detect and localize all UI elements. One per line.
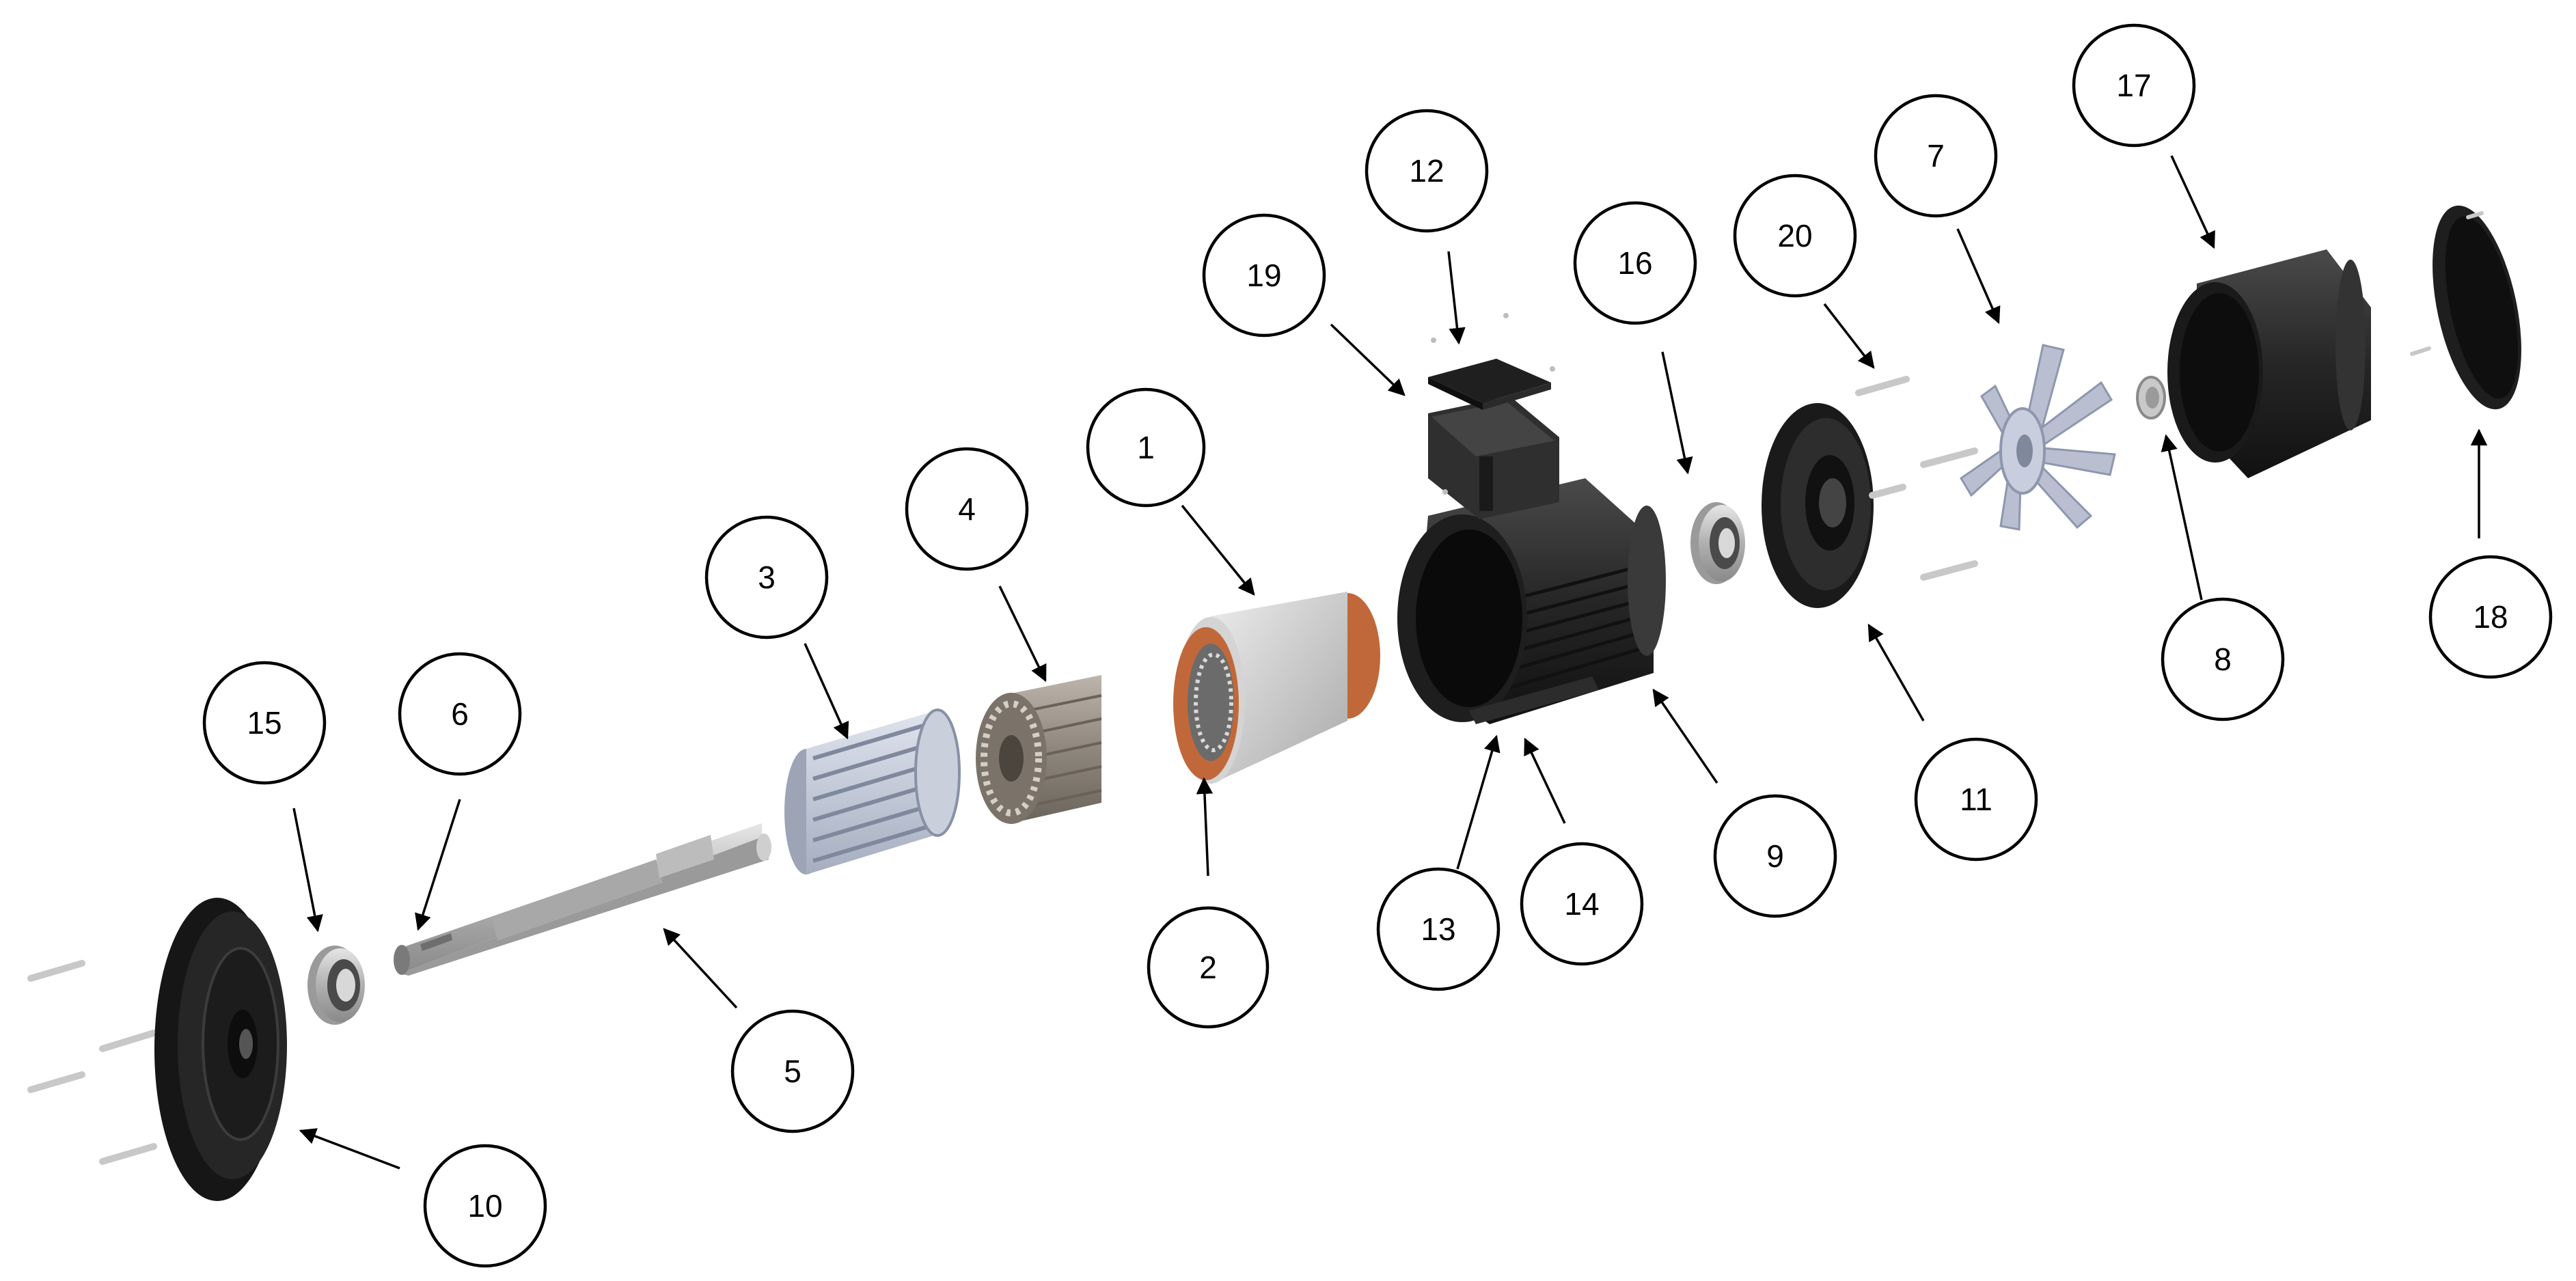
- callout-9: 9: [1713, 794, 1837, 918]
- callout-8-label: 8: [2214, 642, 2232, 677]
- callout-5: 5: [730, 1009, 855, 1133]
- motor-shaft: [394, 823, 771, 976]
- callout-16-label: 16: [1617, 245, 1652, 281]
- callout-4-label: 4: [958, 491, 976, 527]
- callout-11: 11: [1914, 737, 2038, 862]
- callout-9-label: 9: [1766, 838, 1784, 874]
- stator-with-windings: [1173, 592, 1380, 784]
- callout-15-label: 15: [247, 705, 282, 741]
- callout-12: 12: [1365, 109, 1489, 233]
- leader-14: [1524, 737, 1566, 824]
- tie-rods: [1855, 376, 1978, 581]
- callout-4: 4: [905, 447, 1029, 571]
- callout-19-label: 19: [1246, 258, 1281, 293]
- shaft-key: [420, 933, 452, 951]
- callout-10-label: 10: [467, 1188, 502, 1224]
- fan-retaining-ring: [2136, 376, 2166, 419]
- callouts: 1 2 3 4 5 6 7 8: [202, 23, 2553, 1268]
- callout-3-label: 3: [758, 560, 776, 595]
- leader-6: [415, 799, 461, 931]
- callout-13: 13: [1376, 867, 1501, 991]
- front-bearing: [307, 946, 365, 1025]
- callout-7: 7: [1874, 94, 1998, 218]
- leader-9: [1652, 688, 1718, 784]
- callout-16: 16: [1573, 201, 1697, 325]
- rear-end-shield: [1762, 403, 1874, 608]
- callout-1-label: 1: [1137, 430, 1155, 465]
- callout-8: 8: [2161, 597, 2285, 721]
- leader-7: [1956, 228, 2001, 325]
- callout-18: 18: [2428, 555, 2553, 679]
- callout-2: 2: [1147, 906, 1270, 1029]
- callout-18-label: 18: [2473, 599, 2508, 635]
- callout-5-label: 5: [784, 1053, 801, 1089]
- leader-10: [299, 1128, 400, 1170]
- callout-14-label: 14: [1564, 886, 1599, 922]
- squirrel-cage-rotor-bars: [784, 708, 961, 874]
- callout-12-label: 12: [1409, 153, 1444, 189]
- fan-cover: [2167, 249, 2371, 478]
- flange-bolts: [27, 960, 157, 1165]
- leader-4: [998, 586, 1047, 683]
- callout-6-label: 6: [451, 696, 469, 732]
- terminal-box-cover: [1428, 313, 1555, 495]
- rotor-core: [976, 675, 1102, 824]
- callout-11-label: 11: [1960, 782, 1992, 817]
- cooling-fan: [1959, 344, 2116, 531]
- callout-1: 1: [1086, 387, 1206, 508]
- callout-17: 17: [2072, 23, 2196, 148]
- callout-14: 14: [1520, 842, 1644, 966]
- callout-3: 3: [704, 515, 829, 639]
- callout-2-label: 2: [1199, 950, 1217, 985]
- leader-lines: [292, 155, 2488, 1170]
- callout-13-label: 13: [1421, 911, 1455, 947]
- terminal-box: [1428, 396, 1559, 519]
- callout-7-label: 7: [1927, 138, 1945, 174]
- leader-13: [1456, 734, 1501, 870]
- callout-20: 20: [1733, 174, 1857, 298]
- leader-11: [1867, 623, 1925, 721]
- leader-5: [663, 928, 738, 1009]
- leader-20: [1823, 303, 1875, 369]
- leader-17: [2170, 155, 2215, 249]
- rear-cover-plate: [2410, 205, 2521, 410]
- cover-screws: [1431, 313, 1555, 495]
- motor-housing: [1397, 478, 1666, 724]
- leader-12: [1447, 251, 1466, 345]
- leader-3: [804, 643, 849, 740]
- callout-6: 6: [398, 652, 522, 776]
- callout-20-label: 20: [1777, 218, 1812, 253]
- leader-2: [1196, 777, 1214, 877]
- leader-15: [292, 808, 323, 933]
- rear-bearing: [1690, 502, 1745, 584]
- callout-19: 19: [1202, 213, 1326, 338]
- callout-10: 10: [423, 1144, 547, 1268]
- leader-8: [2161, 434, 2203, 601]
- leader-19: [1330, 323, 1406, 396]
- leader-16: [1661, 351, 1693, 475]
- callout-15: 15: [202, 661, 327, 785]
- leader-1: [1181, 504, 1255, 596]
- front-flange-end-shield: [27, 898, 287, 1201]
- callout-17-label: 17: [2116, 68, 2151, 103]
